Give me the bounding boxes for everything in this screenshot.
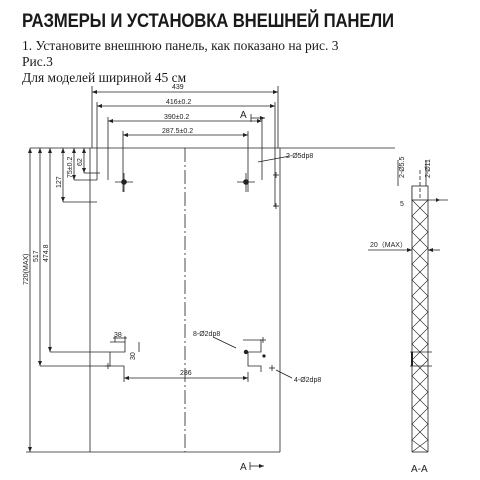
- hole-label-4-phi2: 4-Ø2dp8: [294, 377, 321, 384]
- figure-caption: Рис.3: [22, 54, 53, 69]
- side-profile-hatch: [411, 199, 429, 453]
- hole-left: [121, 179, 127, 185]
- dim-416: 416±0.2: [166, 99, 191, 106]
- side-dim-20max: 20（MAX）: [370, 241, 407, 249]
- section-mark-bottom: A: [240, 462, 247, 473]
- dim-127: 127: [56, 176, 63, 188]
- dim-517: 517: [33, 250, 40, 262]
- section-view-label: A-A: [411, 464, 428, 475]
- dim-287: 287.5±0.2: [162, 128, 193, 135]
- side-hole-phi11: 2-Ø11: [425, 159, 432, 178]
- dim-286: 286: [180, 370, 192, 377]
- dim-439: 439: [172, 84, 184, 91]
- page-heading: РАЗМЕРЫ И УСТАНОВКА ВНЕШНЕЙ ПАНЕЛИ: [22, 10, 394, 32]
- dim-30: 30: [130, 352, 137, 360]
- model-width-note: Для моделей шириной 45 см: [22, 70, 187, 85]
- section-mark-top: A: [240, 110, 247, 121]
- dim-720-max: 720(MAX): [23, 253, 30, 285]
- dim-38: 38: [114, 332, 122, 339]
- side-hole-phi55: 2-Ø5.5: [399, 156, 406, 178]
- hole-label-2-phi5: 2-Ø5dp8: [286, 153, 313, 160]
- dim-75: 75±0.2: [67, 157, 74, 178]
- dim-474: 474.8: [43, 244, 50, 262]
- hole-label-8-phi2: 8-Ø2dp8: [193, 331, 220, 338]
- hole-right: [243, 179, 249, 185]
- dim-62: 62: [77, 158, 84, 166]
- instruction-step-1: 1. Установите внешнюю панель, как показа…: [22, 38, 339, 53]
- dim-390: 390±0.2: [164, 114, 189, 121]
- side-dim-5: 5: [400, 201, 404, 208]
